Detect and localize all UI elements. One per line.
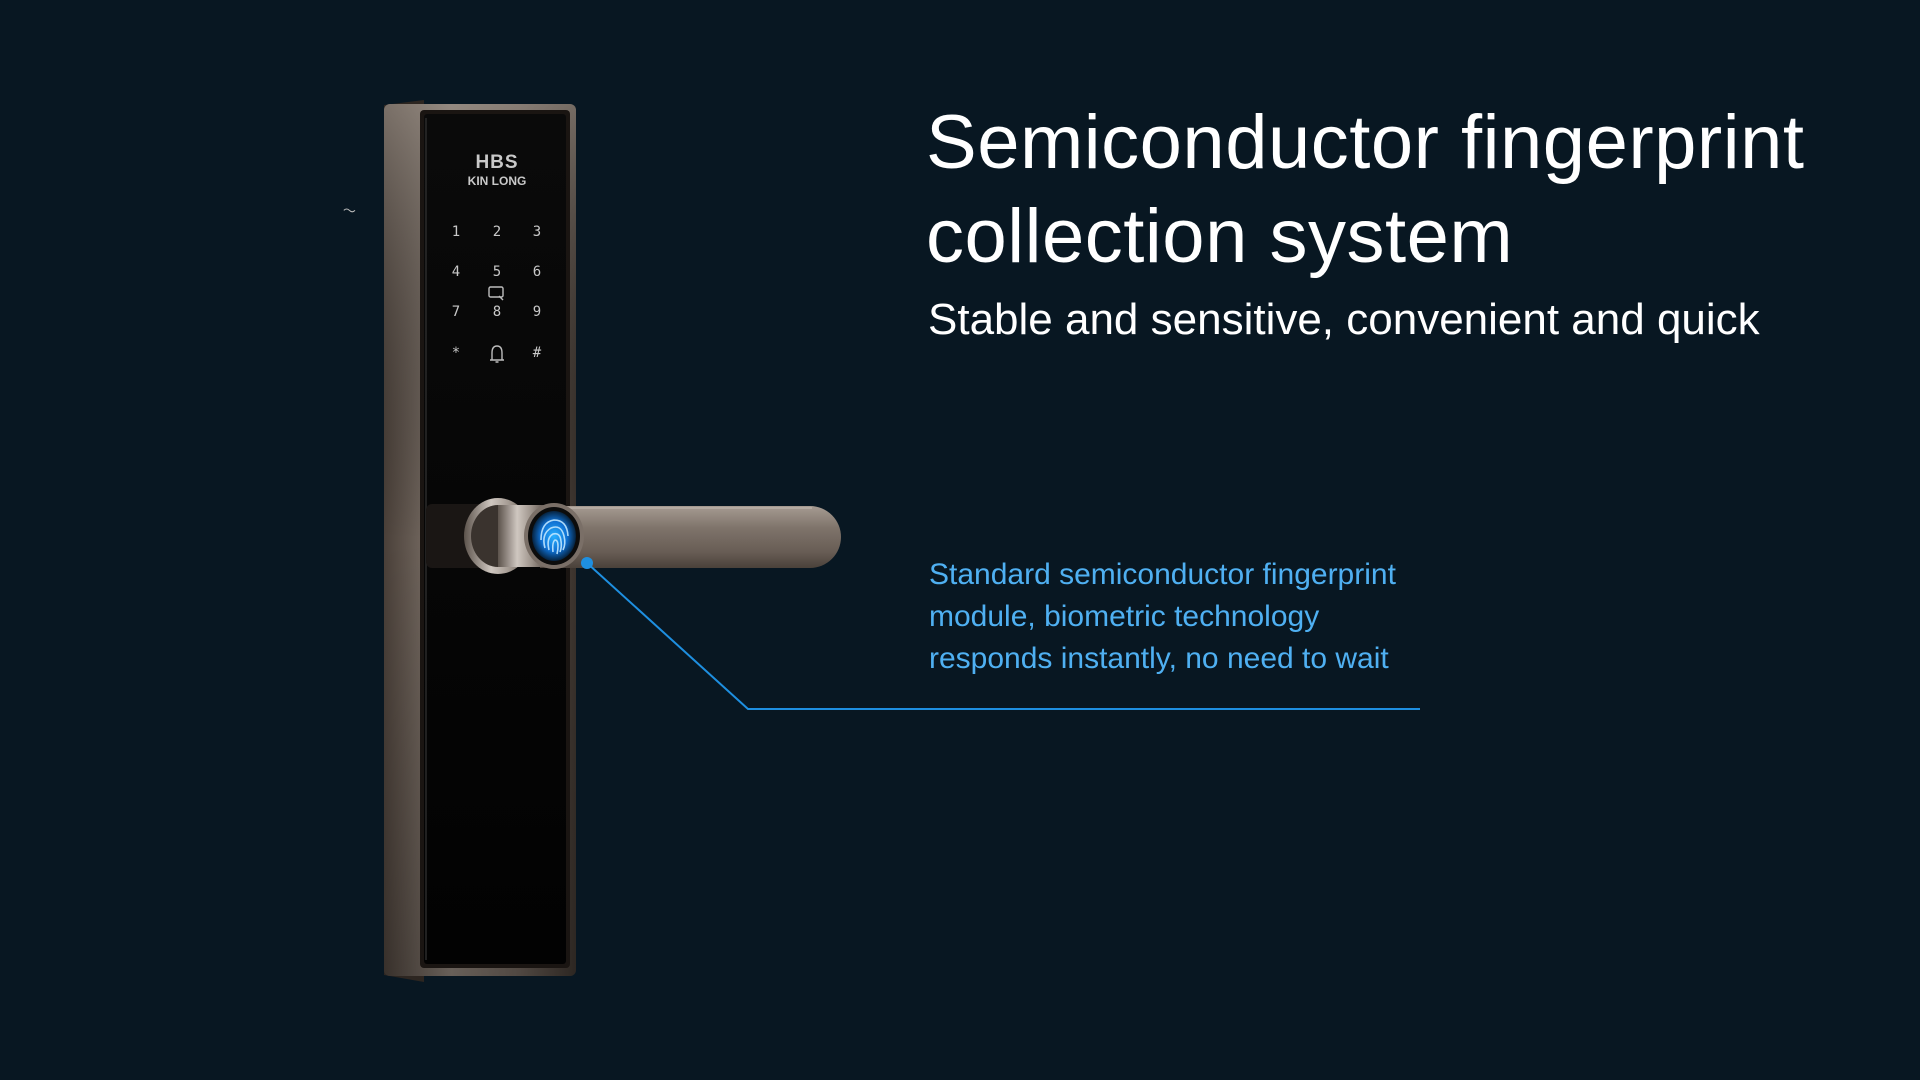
keypad-key-4[interactable]: 4 <box>452 264 460 280</box>
fingerprint-icon <box>532 511 576 561</box>
keypad-key-5[interactable]: 5 <box>493 264 501 280</box>
brand-name: HBS <box>475 152 518 173</box>
keypad-key-8[interactable]: 8 <box>493 304 501 320</box>
feature-callout: Standard semiconductor fingerprint modul… <box>929 554 1396 680</box>
callout-line-3: responds instantly, no need to wait <box>929 642 1389 675</box>
callout-leader-line <box>581 557 1420 710</box>
keypad-key-3[interactable]: 3 <box>533 224 541 240</box>
keypad-key-star[interactable]: * <box>452 345 460 361</box>
brand-subname: KIN LONG <box>468 174 527 188</box>
keypad-key-hash[interactable]: # <box>533 345 542 361</box>
keypad-key-9[interactable]: 9 <box>533 304 541 320</box>
keypad-key-2[interactable]: 2 <box>493 224 501 240</box>
card-reader-icon <box>343 208 504 301</box>
handle <box>426 498 841 574</box>
brand-logo: HBS KIN LONG <box>468 152 527 188</box>
keypad-key-6[interactable]: 6 <box>533 264 541 280</box>
keypad-key-7[interactable]: 7 <box>452 304 460 320</box>
callout-line-1: Standard semiconductor fingerprint <box>929 558 1396 591</box>
title-line-1: Semiconductor fingerprint <box>926 100 1805 185</box>
bell-icon[interactable] <box>490 345 504 363</box>
keypad: 1 2 3 4 5 6 7 8 9 * # <box>452 224 542 363</box>
keypad-key-1[interactable]: 1 <box>452 224 460 240</box>
subtitle: Stable and sensitive, convenient and qui… <box>928 295 1760 344</box>
page-title: Semiconductor fingerprint collection sys… <box>926 96 1886 284</box>
title-line-2: collection system <box>926 194 1514 279</box>
callout-line-2: module, biometric technology <box>929 600 1320 633</box>
